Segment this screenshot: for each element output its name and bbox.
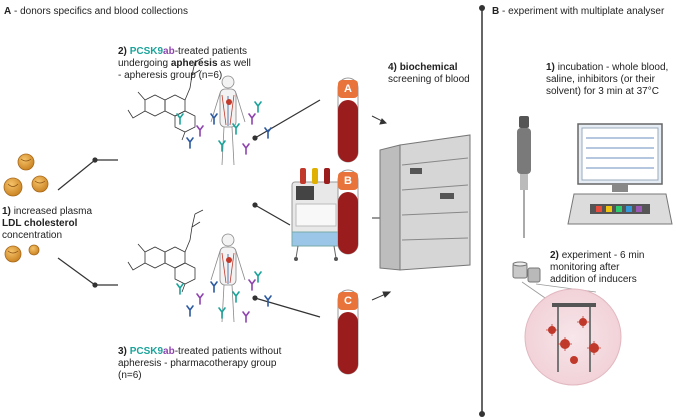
- step2-line3: - apheresis group (n=6): [118, 70, 223, 81]
- step4-text: 4) biochemical screening of blood: [388, 62, 488, 86]
- panel-b-step2-line1: experiment - 6 min: [561, 250, 645, 261]
- step2-line1: -treated patients: [174, 46, 247, 57]
- platelet-well-icon: [524, 288, 622, 386]
- step3-line1: -treated patients without: [174, 346, 282, 357]
- panel-b-step2-line2: monitoring after: [550, 262, 620, 273]
- patient-figure-top-icon: [210, 75, 246, 166]
- step3-drug-b: ab: [163, 346, 175, 357]
- step3-line3: (n=6): [118, 370, 142, 381]
- antibodies-top-icon: [176, 101, 272, 155]
- ldl-particles-icon: [3, 153, 49, 263]
- step4-line2: screening of blood: [388, 74, 470, 85]
- panel-b-step2-line3: addition of inducers: [550, 274, 637, 285]
- step1-number: 1): [2, 206, 11, 217]
- panel-b-letter: B: [492, 6, 500, 17]
- biochemical-analyser-icon: [379, 134, 471, 271]
- step2-drug-b: ab: [163, 46, 175, 57]
- step4-number: 4): [388, 62, 397, 73]
- panel-b-step1-text: 1) incubation - whole blood, saline, inh…: [546, 62, 674, 98]
- panel-b-step2-number: 2): [550, 250, 559, 261]
- molecule-bottom-icon: [127, 209, 204, 293]
- step2-number: 2): [118, 46, 127, 57]
- step1-line2: LDL cholesterol: [2, 218, 78, 229]
- panel-b-step1-number: 1): [546, 62, 555, 73]
- tube-label-c: C: [338, 292, 358, 310]
- step2-text: 2) PCSK9ab-treated patients undergoing a…: [118, 46, 288, 82]
- step2-drug-a: PCSK9: [129, 46, 164, 57]
- connector-lines: [57, 99, 321, 318]
- step1-text: 1) increased plasma LDL cholesterol conc…: [2, 206, 112, 242]
- panel-b-title-text: - experiment with multiplate analyser: [499, 6, 665, 17]
- step2-line2-pre: undergoing: [118, 58, 171, 69]
- panel-a-title-text: - donors specifics and blood collections: [11, 6, 188, 17]
- panel-b-step1-line3: solvent) for 3 min at 37°C: [546, 86, 659, 97]
- step3-drug-a: PCSK9: [129, 346, 164, 357]
- step2-line2-bold: apheresis: [170, 58, 218, 69]
- pipette-icon: [517, 116, 531, 238]
- step4-bold: biochemical: [399, 62, 458, 73]
- tube-label-b: B: [338, 172, 358, 190]
- step3-text: 3) PCSK9ab-treated patients without aphe…: [118, 346, 318, 382]
- apheresis-machine-icon: [291, 168, 341, 261]
- blood-tubes-icon: [337, 77, 359, 375]
- step1-line3: concentration: [2, 230, 63, 241]
- tube-label-a: A: [338, 80, 358, 98]
- step2-line2-post: as well: [217, 58, 251, 69]
- step3-number: 3): [118, 346, 127, 357]
- step1-line1: increased plasma: [13, 206, 93, 217]
- molecule-top-icon: [127, 57, 204, 141]
- multiplate-analyser-icon: [567, 123, 673, 225]
- panel-a-title: A - donors specifics and blood collectio…: [4, 6, 188, 18]
- panel-b-step2-text: 2) experiment - 6 min monitoring after a…: [550, 250, 670, 286]
- patient-figure-bottom-icon: [210, 233, 246, 323]
- antibodies-bottom-icon: [176, 271, 272, 323]
- test-cells-icon: [512, 261, 541, 283]
- step3-line2: apheresis - pharmacotherapy group: [118, 358, 277, 369]
- panel-b-title: B - experiment with multiplate analyser: [492, 6, 664, 18]
- panel-b-step1-line2: saline, inhibitors (or their: [546, 74, 655, 85]
- panel-divider: [479, 5, 485, 417]
- panel-a-letter: A: [4, 6, 12, 17]
- panel-b-step1-line1: incubation - whole blood,: [557, 62, 669, 73]
